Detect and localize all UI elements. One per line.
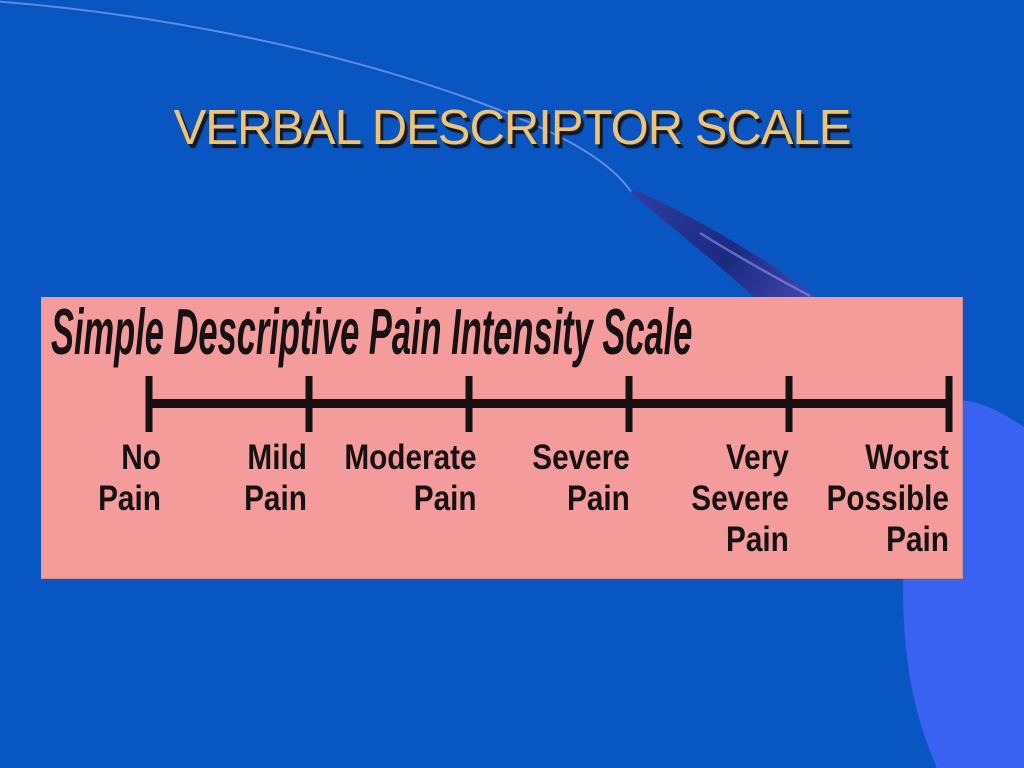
scale-label-line: Severe bbox=[691, 479, 789, 518]
scale-label-line: Pain bbox=[726, 520, 789, 559]
scale-label-moderate-pain: Moderate Pain bbox=[345, 437, 477, 519]
background-ribbon-highlight bbox=[699, 231, 811, 298]
scale-label-line: Pain bbox=[886, 520, 949, 559]
scale-label-line: Worst bbox=[865, 438, 949, 477]
scale-tick bbox=[465, 376, 473, 432]
scale-tick bbox=[785, 376, 793, 432]
scale-tick bbox=[305, 376, 313, 432]
scale-label-line: Pain bbox=[567, 479, 630, 518]
pain-scale-figure: Simple Descriptive Pain Intensity Scale … bbox=[41, 297, 963, 579]
scale-tick bbox=[625, 376, 633, 432]
slide-title: VERBAL DESCRIPTOR SCALE bbox=[173, 101, 852, 155]
scale-label-line: Mild bbox=[247, 438, 307, 477]
scale-label-line: Moderate bbox=[344, 438, 477, 477]
scale-label-line: Pain bbox=[244, 479, 307, 518]
scale-label-line: No bbox=[121, 438, 161, 477]
scale-label-line: Pain bbox=[98, 479, 161, 518]
scale-label-line: Very bbox=[726, 438, 789, 477]
scale-tick bbox=[145, 376, 153, 432]
scale-label-worst-possible-pain: Worst Possible Pain bbox=[827, 437, 949, 560]
scale-label-line: Severe bbox=[532, 438, 630, 477]
scale-label-very-severe-pain: Very Severe Pain bbox=[691, 437, 789, 560]
background-arc-line bbox=[0, 0, 633, 194]
scale-ruler bbox=[145, 376, 953, 432]
scale-tick bbox=[945, 376, 953, 432]
scale-label-severe-pain: Severe Pain bbox=[532, 437, 630, 519]
figure-title: Simple Descriptive Pain Intensity Scale bbox=[51, 295, 693, 368]
scale-label-line: Possible bbox=[826, 479, 949, 518]
scale-label-no-pain: No Pain bbox=[98, 437, 161, 519]
scale-label-mild-pain: Mild Pain bbox=[244, 437, 307, 519]
scale-label-line: Pain bbox=[414, 479, 477, 518]
background-ribbon-wedge bbox=[630, 190, 816, 297]
scale-line bbox=[145, 399, 953, 408]
